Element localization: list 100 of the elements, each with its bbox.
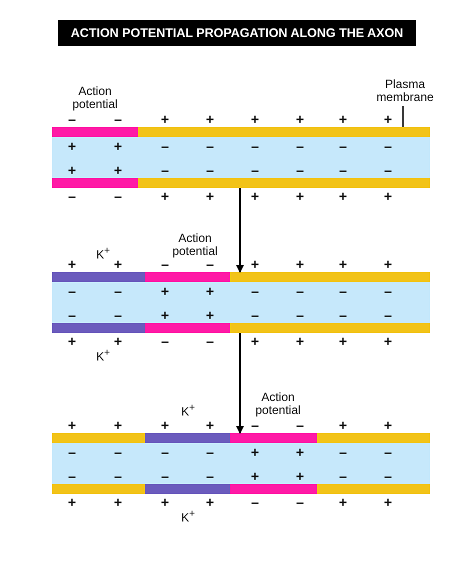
charge-sign: + bbox=[68, 139, 76, 153]
charge-sign: + bbox=[160, 112, 170, 126]
charge-sign: – bbox=[68, 189, 76, 203]
charge-sign: – bbox=[68, 308, 76, 322]
charge-sign: + bbox=[68, 257, 76, 271]
charge-sign: – bbox=[161, 445, 169, 459]
charge-sign: – bbox=[206, 139, 214, 153]
charge-sign: + bbox=[338, 495, 348, 509]
charge-sign: – bbox=[251, 163, 259, 177]
charge-sign: + bbox=[384, 334, 392, 348]
charge-sign: + bbox=[206, 495, 214, 509]
charge-sign: + bbox=[114, 418, 122, 432]
charge-sign: – bbox=[161, 334, 169, 348]
charge-sign: + bbox=[206, 284, 214, 298]
charge-sign: + bbox=[206, 308, 214, 322]
charge-sign: + bbox=[384, 112, 392, 126]
ion-label: K$^{+}$ bbox=[96, 244, 110, 262]
charge-sign: – bbox=[384, 469, 392, 483]
charge-sign: – bbox=[296, 495, 304, 509]
charge-sign: – bbox=[251, 418, 259, 432]
charge-sign: – bbox=[339, 469, 347, 483]
label-text: Action potential bbox=[254, 391, 302, 417]
charge-sign: + bbox=[296, 189, 304, 203]
charge-sign: + bbox=[296, 334, 304, 348]
charge-sign: + bbox=[68, 418, 76, 432]
charge-sign: – bbox=[384, 139, 392, 153]
charge-sign: + bbox=[338, 418, 348, 432]
charge-sign: – bbox=[384, 308, 392, 322]
charge-sign: – bbox=[161, 469, 169, 483]
charge-sign: + bbox=[296, 257, 304, 271]
charge-sign: + bbox=[250, 189, 260, 203]
charge-sign: + bbox=[68, 334, 76, 348]
charge-sign: + bbox=[338, 257, 348, 271]
charge-sign: + bbox=[250, 469, 260, 483]
charge-sign: – bbox=[339, 163, 347, 177]
charge-sign: – bbox=[296, 308, 304, 322]
charge-sign: + bbox=[206, 112, 214, 126]
leader-line bbox=[402, 106, 404, 127]
charge-sign: + bbox=[250, 112, 260, 126]
arrow bbox=[236, 188, 244, 273]
charge-sign: – bbox=[161, 163, 169, 177]
charge-sign: – bbox=[206, 445, 214, 459]
charge-sign: – bbox=[251, 139, 259, 153]
charge-sign: + bbox=[296, 469, 304, 483]
charge-sign: + bbox=[338, 112, 348, 126]
charge-sign: – bbox=[114, 284, 122, 298]
charge-sign: – bbox=[68, 445, 76, 459]
charge-sign: – bbox=[384, 284, 392, 298]
charge-sign: + bbox=[384, 495, 392, 509]
charge-sign: + bbox=[160, 418, 170, 432]
charge-sign: – bbox=[114, 445, 122, 459]
charge-sign: – bbox=[68, 469, 76, 483]
charge-sign: – bbox=[114, 308, 122, 322]
charge-sign: + bbox=[338, 189, 348, 203]
charge-sign: + bbox=[114, 495, 122, 509]
charge-sign: – bbox=[296, 418, 304, 432]
charge-sign: – bbox=[384, 445, 392, 459]
label-text: Plasma membrane bbox=[365, 78, 445, 104]
charge-sign: – bbox=[68, 284, 76, 298]
charge-sign: + bbox=[160, 284, 170, 298]
charge-sign: – bbox=[339, 284, 347, 298]
charge-sign: + bbox=[250, 257, 260, 271]
ion-label: K$^{+}$ bbox=[181, 508, 195, 524]
charge-sign: + bbox=[206, 189, 214, 203]
charge-sign: + bbox=[384, 418, 392, 432]
charge-sign: + bbox=[68, 495, 76, 509]
charge-sign: – bbox=[206, 334, 214, 348]
charge-sign: + bbox=[296, 445, 304, 459]
charge-sign: – bbox=[296, 163, 304, 177]
axon-segment-drawing bbox=[52, 127, 430, 188]
ion-label: K$^{+}$ bbox=[96, 346, 110, 364]
charge-sign: + bbox=[250, 334, 260, 348]
charge-sign: – bbox=[251, 308, 259, 322]
charge-sign: + bbox=[68, 163, 76, 177]
charge-sign: + bbox=[114, 139, 122, 153]
charge-sign: + bbox=[160, 308, 170, 322]
charge-sign: + bbox=[206, 418, 214, 432]
charge-sign: – bbox=[114, 469, 122, 483]
axon-segment-drawing bbox=[52, 272, 430, 333]
label-text: Action potential bbox=[171, 232, 219, 258]
charge-sign: + bbox=[296, 112, 304, 126]
charge-sign: + bbox=[160, 189, 170, 203]
charge-sign: – bbox=[251, 284, 259, 298]
charge-sign: – bbox=[114, 189, 122, 203]
charge-sign: – bbox=[339, 139, 347, 153]
charge-sign: + bbox=[114, 163, 122, 177]
charge-sign: – bbox=[296, 139, 304, 153]
charge-sign: + bbox=[384, 189, 392, 203]
charge-sign: + bbox=[114, 334, 122, 348]
charge-sign: – bbox=[206, 469, 214, 483]
ion-label: K$^{+}$ bbox=[181, 402, 195, 418]
charge-sign: – bbox=[339, 308, 347, 322]
arrow bbox=[236, 333, 244, 434]
charge-sign: – bbox=[68, 112, 76, 126]
charge-sign: + bbox=[114, 257, 122, 271]
charge-sign: – bbox=[206, 257, 214, 271]
charge-sign: – bbox=[161, 257, 169, 271]
axon-segment-drawing bbox=[52, 433, 430, 494]
charge-sign: – bbox=[384, 163, 392, 177]
charge-sign: + bbox=[384, 257, 392, 271]
